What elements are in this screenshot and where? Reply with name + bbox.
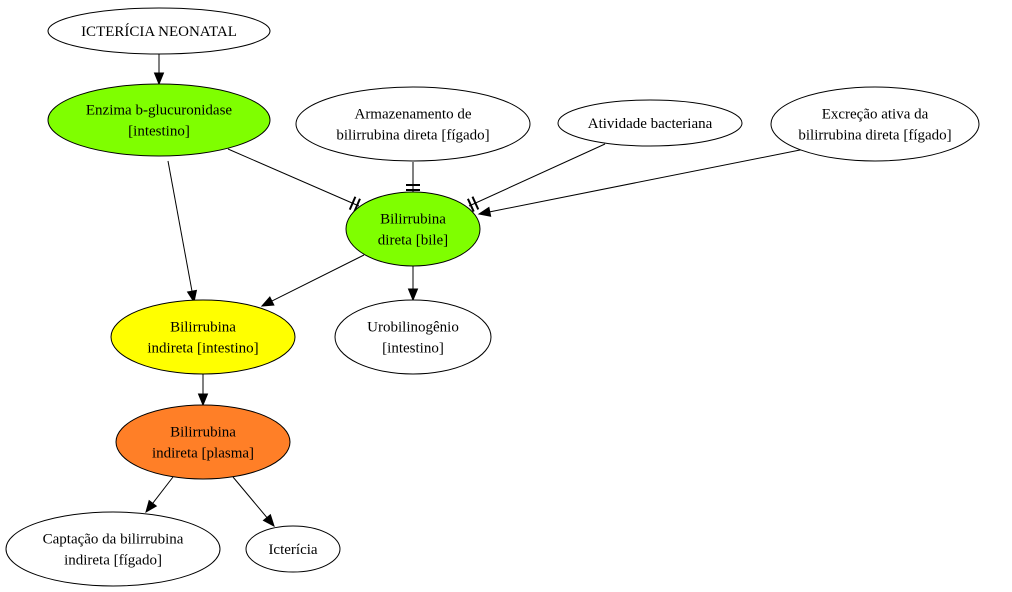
- edge-line: [152, 476, 174, 504]
- node-urobilinogenio: Urobilinogênio [intestino]: [334, 299, 492, 375]
- node-bil-ind-intestino: Bilirrubina indireta [intestino]: [110, 299, 296, 375]
- node-label-line: Armazenamento de: [354, 107, 471, 123]
- node-label-line: bilirrubina direta [fígado]: [336, 128, 489, 144]
- node-ellipse: [47, 7, 271, 55]
- arrowhead: [260, 296, 275, 307]
- edge-line: [489, 148, 806, 213]
- node-label-line: [intestino]: [382, 341, 444, 357]
- node-label-line: bilirrubina direta [fígado]: [798, 128, 951, 144]
- node-label-line: indireta [fígado]: [64, 553, 162, 569]
- node-ellipse: [5, 511, 221, 587]
- edge-enzima-to-bil_direta: [227, 148, 361, 213]
- edge-bil_direta-to-urobilinogenio: [407, 266, 419, 302]
- node-armazenamento: Armazenamento de bilirrubina direta [fíga…: [295, 86, 531, 162]
- arrowhead: [407, 288, 419, 302]
- edge-armazenamento-to-bil_direta: [406, 162, 420, 192]
- edge-line: [468, 143, 606, 207]
- edge-line: [232, 476, 268, 518]
- arrowhead: [153, 72, 165, 86]
- arrowhead: [477, 206, 492, 217]
- node-label-line: Excreção ativa da: [822, 107, 929, 123]
- edge-atividade-to-bil_direta: [467, 143, 606, 212]
- node-label-line: indireta [intestino]: [147, 341, 258, 357]
- arrowhead: [262, 513, 275, 528]
- node-ellipse: [557, 99, 743, 147]
- inhibition-bar-1: [467, 198, 475, 212]
- node-ellipse: [47, 83, 271, 157]
- node-label-line: Bilirrubina: [380, 212, 446, 228]
- node-enzima: Enzima b-glucuronidase [intestino]: [47, 83, 271, 157]
- nodes-layer: ICTERÍCIA NEONATAL Enzima b-glucuronidase…: [5, 7, 980, 587]
- node-neonatal: ICTERÍCIA NEONATAL: [47, 7, 271, 55]
- inhibition-bar-2: [348, 196, 357, 211]
- arrowhead: [186, 289, 198, 304]
- edges-layer: [145, 54, 806, 528]
- node-bil-direta: Bilirrubina direta [bile]: [345, 191, 481, 267]
- node-label-line: ICTERÍCIA NEONATAL: [81, 23, 237, 40]
- edge-line: [227, 148, 360, 207]
- edge-line: [271, 254, 365, 302]
- node-label-line: [intestino]: [128, 124, 190, 140]
- node-label-line: Atividade bacteriana: [588, 116, 713, 132]
- node-label-line: direta [bile]: [378, 233, 448, 249]
- node-ellipse: [110, 299, 296, 375]
- edge-excrecao-to-bil_direta: [477, 148, 806, 217]
- node-ictericia: Icterícia: [245, 525, 341, 573]
- edge-line: [167, 160, 193, 292]
- edge-bil_ind_intestino-to-bil_ind_plasma: [197, 374, 209, 407]
- edge-bil_ind_plasma-to-captacao: [145, 476, 174, 514]
- node-ellipse: [245, 525, 341, 573]
- arrowhead: [197, 393, 209, 407]
- arrowhead: [145, 499, 158, 514]
- node-label-line: Bilirrubina: [170, 425, 236, 441]
- node-label-line: Bilirrubina: [170, 320, 236, 336]
- inhibition-bar-2: [471, 196, 480, 210]
- edge-enzima-to-bil_ind_intestino: [167, 160, 198, 304]
- node-ellipse: [295, 86, 531, 162]
- node-atividade: Atividade bacteriana: [557, 99, 743, 147]
- node-label-line: Captação da bilirrubina: [43, 532, 184, 548]
- edge-bil_ind_plasma-to-ictericia: [232, 476, 275, 528]
- node-captacao: Captação da bilirrubina indireta [fígado]: [5, 511, 221, 587]
- node-ellipse: [115, 404, 291, 480]
- node-label-line: Urobilinogênio: [367, 320, 459, 336]
- node-ellipse: [345, 191, 481, 267]
- node-label-line: Enzima b-glucuronidase: [86, 103, 233, 119]
- node-ellipse: [334, 299, 492, 375]
- edge-bil_direta-to-bil_ind_intestino: [260, 254, 365, 307]
- node-excrecao: Excreção ativa da bilirrubina direta [fíg…: [770, 86, 980, 162]
- node-ellipse: [770, 86, 980, 162]
- node-bil-ind-plasma: Bilirrubina indireta [plasma]: [115, 404, 291, 480]
- edge-neonatal-to-enzima: [153, 54, 165, 86]
- node-label-line: indireta [plasma]: [152, 446, 254, 462]
- node-label-line: Icterícia: [268, 542, 317, 558]
